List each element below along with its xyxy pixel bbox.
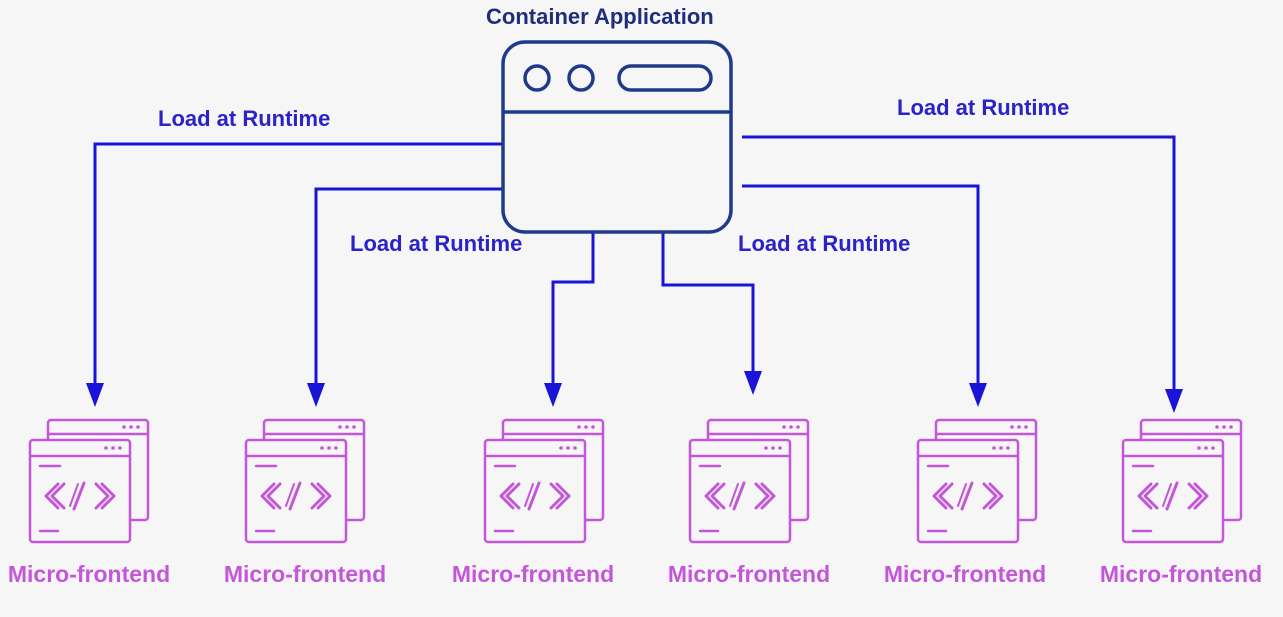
micro-frontend-label-2: Micro-frontend [223,561,387,587]
code-window-icon [916,418,1038,544]
micro-frontend-label-3: Micro-frontend [451,561,615,587]
connectors [93,135,1176,390]
connector-5 [742,184,980,384]
connector-3 [551,232,595,384]
connector-4 [661,232,755,372]
arrowhead-1 [86,383,104,407]
arrowhead-3 [544,383,562,407]
micro-frontend-label-1: Micro-frontend [7,561,171,587]
micro-frontend-label-4: Micro-frontend [667,561,831,587]
edge-label-left-inner: Load at Runtime [350,231,523,256]
connector-2 [314,187,502,384]
micro-frontend-icons [28,418,1243,544]
code-window-icon [28,418,150,544]
code-window-icon [1121,418,1243,544]
code-window-icon [244,418,366,544]
code-window-icon [688,418,810,544]
edge-label-right-inner: Load at Runtime [738,231,911,256]
arrowheads [86,371,1183,413]
browser-window-icon [501,40,733,234]
arrowhead-6 [1165,389,1183,413]
micro-frontend-label-5: Micro-frontend [883,561,1047,587]
micro-frontend-label-6: Micro-frontend [1099,561,1263,587]
connector-1 [93,142,502,384]
arrowhead-4 [744,371,762,395]
code-window-icon [483,418,605,544]
edge-label-left-outer: Load at Runtime [158,106,331,131]
container-title: Container Application [486,4,714,29]
arrowhead-2 [307,383,325,407]
edge-label-right-outer: Load at Runtime [897,95,1070,120]
connector-6 [742,135,1176,390]
arrowhead-5 [969,383,987,407]
